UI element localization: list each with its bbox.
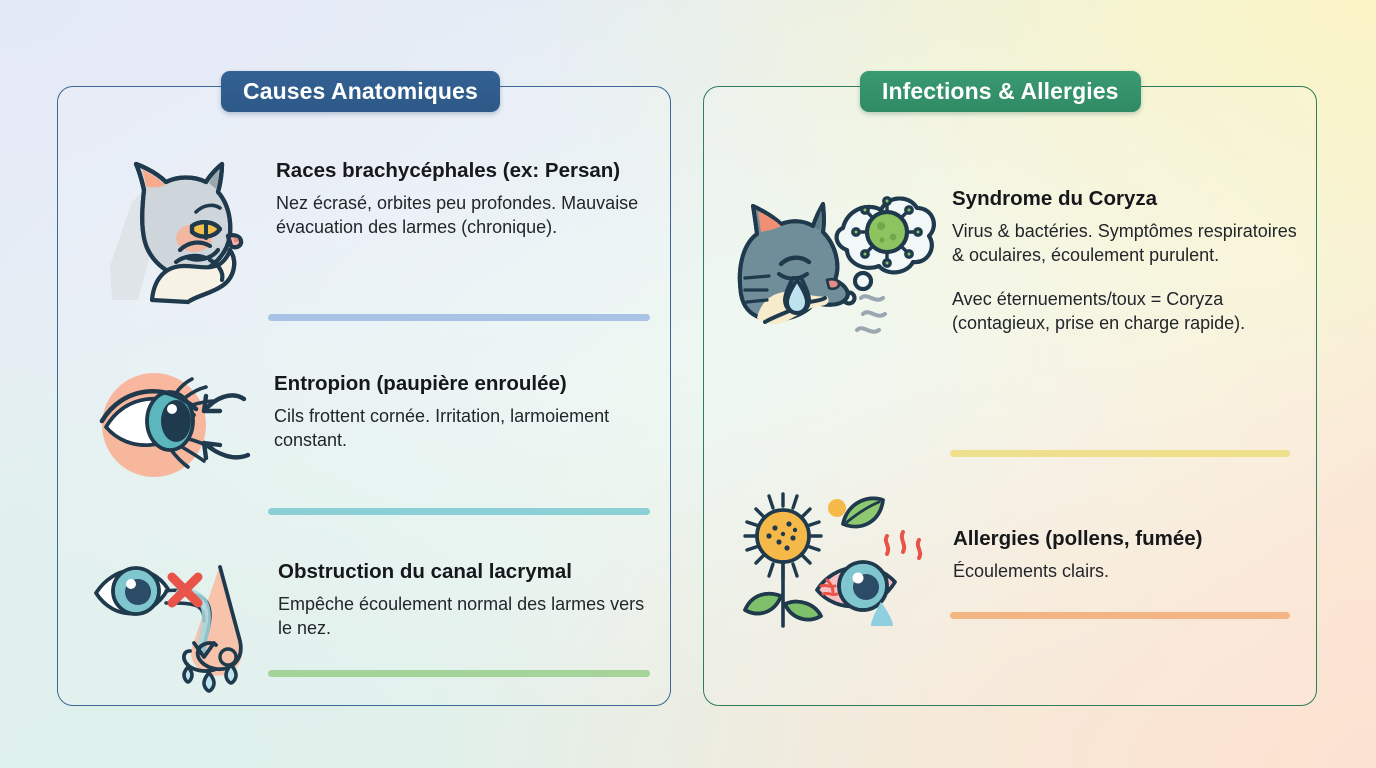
eye-with-arrows-icon bbox=[92, 369, 252, 481]
entry-divider-rule bbox=[268, 670, 650, 677]
entry-body: Empêche écoulement normal des larmes ver… bbox=[278, 593, 645, 638]
entry-entropion: Entropion (paupière enroulée) Cils frott… bbox=[92, 355, 662, 481]
entry-title: Allergies (pollens, fumée) bbox=[953, 527, 1203, 550]
entry-body-secondary: Avec éternuements/toux = Coryza (contagi… bbox=[952, 288, 1246, 333]
panel-header-badge-infections: Infections & Allergies bbox=[860, 71, 1141, 112]
flower-pollen-irritated-eye-icon bbox=[735, 484, 935, 628]
entry-races-brachycephales: Races brachycéphales (ex: Persan) Nez éc… bbox=[92, 148, 662, 310]
entry-title: Obstruction du canal lacrymal bbox=[278, 560, 572, 583]
panel-header-badge-anatomical: Causes Anatomiques bbox=[221, 71, 500, 112]
entry-divider-rule bbox=[950, 450, 1290, 457]
entry-body: Écoulements clairs. bbox=[953, 560, 1110, 581]
eye-nose-blocked-duct-icon bbox=[92, 547, 270, 693]
entry-divider-rule bbox=[268, 314, 650, 321]
entry-syndrome-coryza: Syndrome du Coryza Virus & bactéries. Sy… bbox=[735, 178, 1305, 362]
crying-cat-virus-thought-icon bbox=[735, 182, 940, 362]
entry-allergies: Allergies (pollens, fumée) Écoulements c… bbox=[735, 478, 1305, 628]
entry-title: Entropion (paupière enroulée) bbox=[274, 372, 567, 395]
entry-obstruction-canal-lacrymal: Obstruction du canal lacrymal Empêche éc… bbox=[92, 545, 662, 693]
entry-body: Nez écrasé, orbites peu profondes. Mauva… bbox=[276, 192, 639, 237]
entry-title: Races brachycéphales (ex: Persan) bbox=[276, 159, 621, 182]
entry-divider-rule bbox=[268, 508, 650, 515]
entry-body: Virus & bactéries. Symptômes respiratoir… bbox=[952, 220, 1297, 265]
entry-title: Syndrome du Coryza bbox=[952, 187, 1158, 210]
cat-head-profile-icon bbox=[92, 150, 264, 310]
entry-divider-rule bbox=[950, 612, 1290, 619]
entry-body: Cils frottent cornée. Irritation, larmoi… bbox=[274, 405, 610, 450]
